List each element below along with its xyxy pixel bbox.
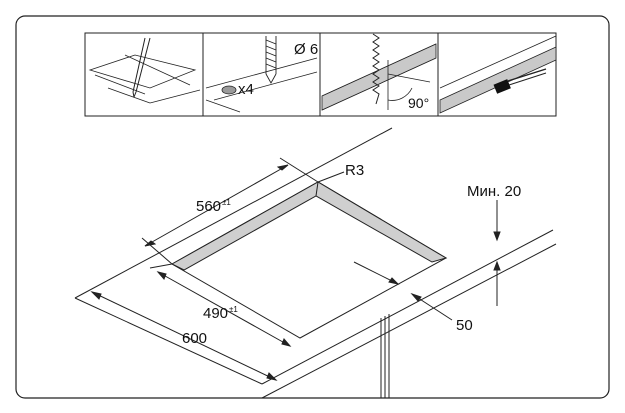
length-tolerance: ±1	[222, 198, 231, 207]
hole-count-label: x4	[238, 81, 254, 98]
outer-border	[15, 15, 610, 399]
dim-490-line	[157, 271, 291, 347]
drill-size-label: Ø 6	[294, 41, 319, 58]
cutout-wall-shade	[170, 181, 448, 271]
worktop-drawing	[74, 127, 557, 399]
angle-label: 90°	[408, 95, 430, 111]
depth-label: 600	[182, 330, 208, 347]
length-label: 560±1	[196, 198, 231, 215]
drill-bit-icon	[265, 36, 277, 84]
radius-label: R3	[345, 162, 365, 179]
sealant-tube-icon	[493, 68, 547, 94]
dim-600-line	[91, 291, 277, 381]
worktop-front-edge	[261, 243, 557, 399]
worktop-top-front-edge	[261, 229, 554, 385]
worktop-back-edge	[74, 127, 393, 299]
panel-sealing	[439, 35, 557, 114]
min-distance-label: Мин. 20	[467, 183, 522, 200]
width-value: 490	[203, 305, 229, 322]
dim-560-line	[144, 164, 289, 247]
panel-drilling	[205, 36, 318, 113]
r3-leader	[317, 171, 345, 183]
panel-sawing	[321, 33, 437, 111]
instruction-panels	[84, 32, 557, 117]
edge-distance-label: 50	[456, 317, 473, 334]
hole-mark-icon	[221, 85, 237, 95]
pencil-icon	[132, 37, 151, 98]
width-label: 490±1	[203, 305, 238, 322]
length-value: 560	[196, 198, 222, 215]
panel-marking	[88, 37, 201, 104]
width-tolerance: ±1	[229, 305, 238, 314]
jigsaw-blade-icon	[372, 33, 380, 105]
